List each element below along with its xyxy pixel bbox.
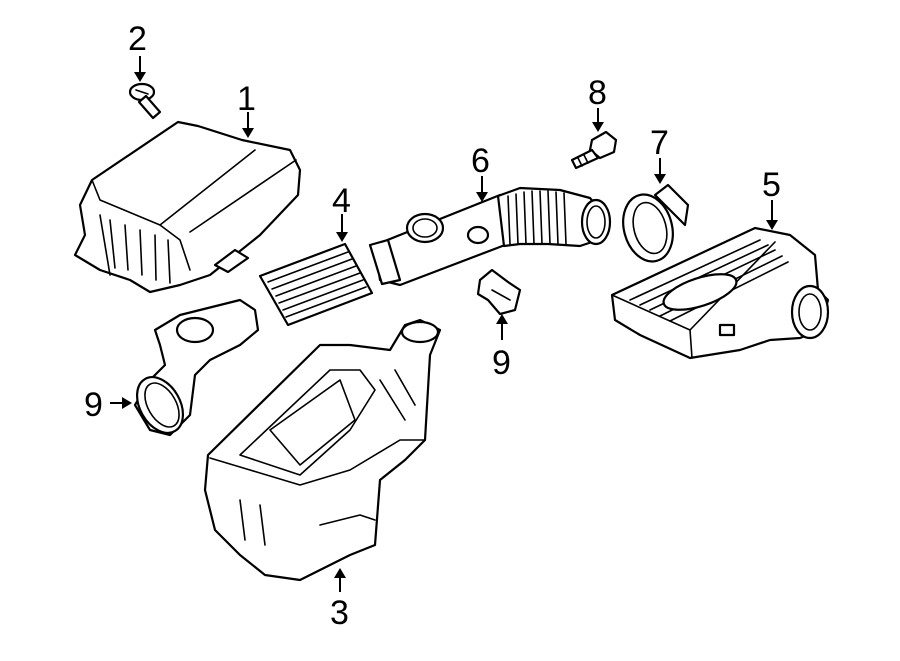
callout-4: 4 xyxy=(332,182,351,220)
part-1-air-cleaner-cover xyxy=(73,120,302,294)
part-9-sensor xyxy=(476,268,522,316)
callout-labels: 2 1 4 6 8 7 5 9 9 3 xyxy=(84,20,781,632)
part-7-clamp xyxy=(622,183,690,263)
callout-arrows xyxy=(110,56,778,592)
part-3-air-cleaner-box xyxy=(203,318,442,582)
callout-9-duct: 9 xyxy=(84,386,103,424)
callout-8: 8 xyxy=(588,74,607,112)
callout-5: 5 xyxy=(762,166,781,204)
part-8-bolt xyxy=(570,130,618,170)
callout-2: 2 xyxy=(128,20,147,58)
part-2-screw xyxy=(128,82,162,120)
callout-6: 6 xyxy=(471,142,490,180)
callout-3: 3 xyxy=(330,594,349,632)
callout-1: 1 xyxy=(237,80,256,118)
part-4-filter-element xyxy=(258,242,374,327)
part-5-resonator xyxy=(610,226,830,360)
part-9-inlet-duct xyxy=(133,298,260,437)
part-6-intake-tube xyxy=(368,186,612,287)
callout-9-sensor: 9 xyxy=(492,344,511,382)
callout-7: 7 xyxy=(650,124,669,162)
